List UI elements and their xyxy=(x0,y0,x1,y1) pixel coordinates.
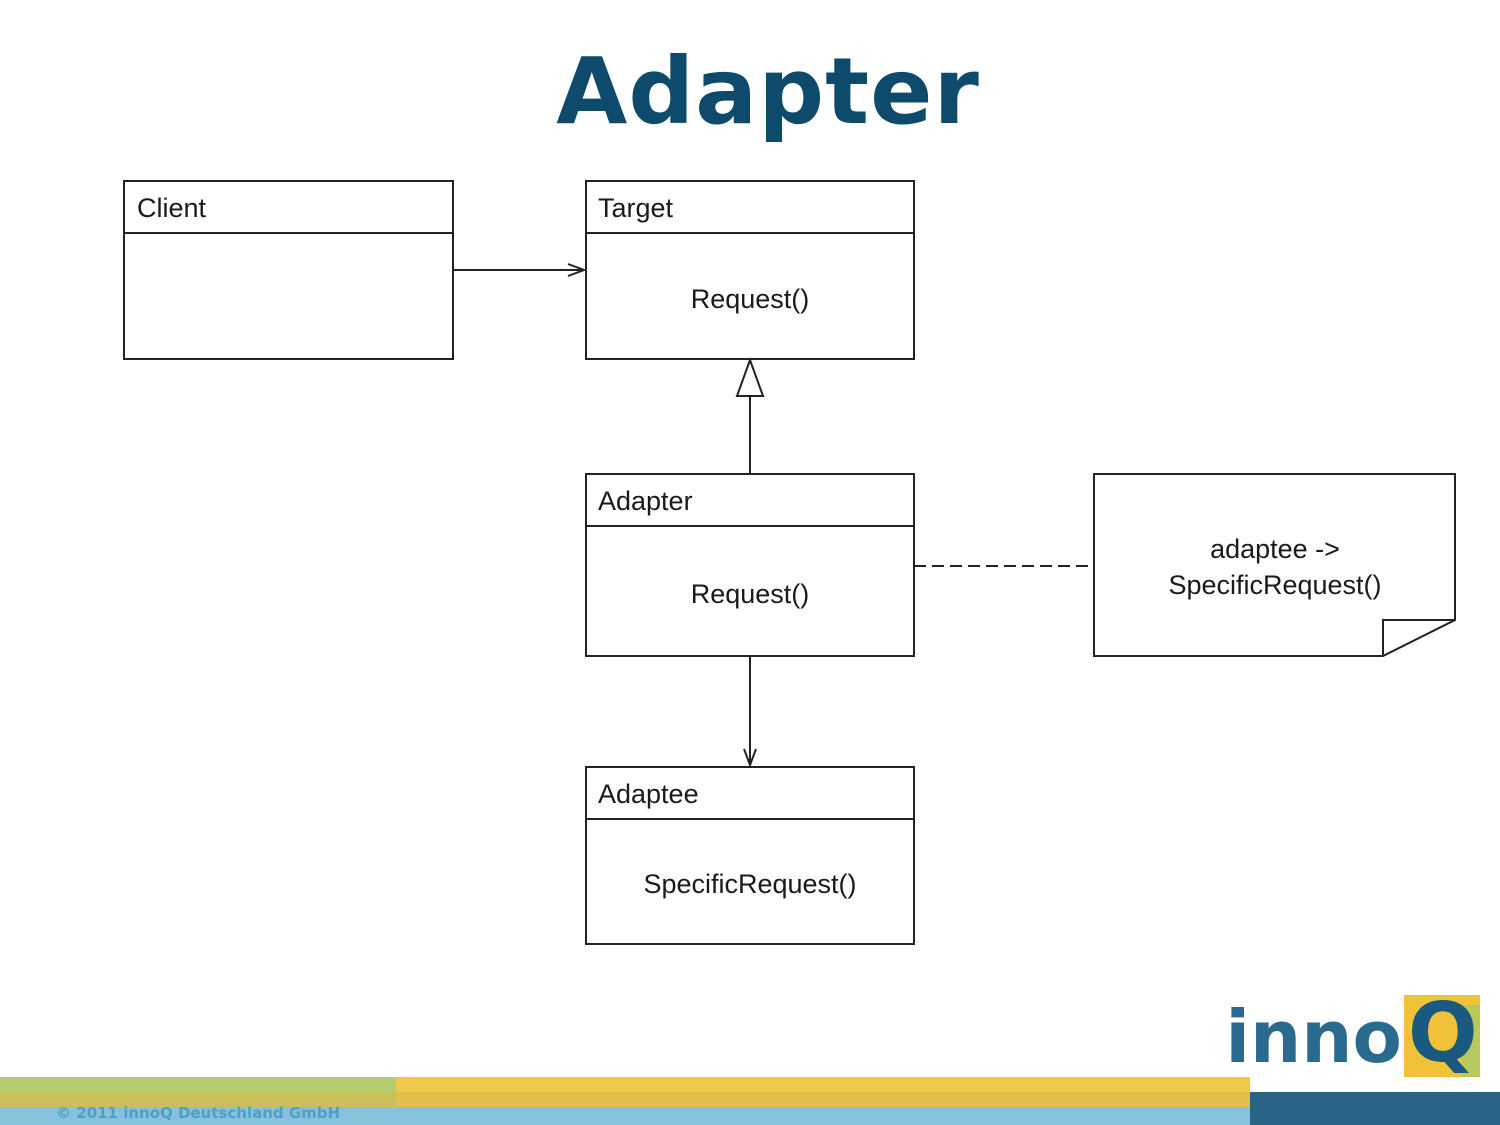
slide-title: Adapter xyxy=(556,38,980,145)
class-target-name: Target xyxy=(598,193,674,223)
logo-q-letter: Q xyxy=(1408,986,1478,1081)
class-adaptee: Adaptee SpecificRequest() xyxy=(585,766,915,945)
logo-text: inno xyxy=(1225,995,1402,1079)
footer-blue-bar xyxy=(0,1107,1250,1125)
note-box: adaptee -> SpecificRequest() xyxy=(1093,473,1456,657)
class-adaptee-operation: SpecificRequest() xyxy=(643,869,856,899)
logo-q-badge: Q xyxy=(1404,986,1480,1081)
class-client-name: Client xyxy=(137,193,207,223)
class-adapter-name: Adapter xyxy=(598,486,693,516)
class-adaptee-name: Adaptee xyxy=(598,779,699,809)
footer-dark-blue-bar xyxy=(1250,1092,1500,1125)
class-target-operation: Request() xyxy=(691,284,810,314)
note-line-1: adaptee -> xyxy=(1210,534,1340,564)
footer-yellow-stripe xyxy=(0,1092,1250,1107)
uml-class-diagram: Client Target Request() Adapter Request(… xyxy=(123,180,1456,945)
class-client: Client xyxy=(123,180,454,360)
class-adapter: Adapter Request() xyxy=(585,473,915,657)
copyright-text: © 2011 innoQ Deutschland GmbH xyxy=(56,1104,341,1122)
class-target: Target Request() xyxy=(585,180,915,360)
generalization-adapter-target xyxy=(735,357,765,474)
innoq-logo: inno Q xyxy=(1225,986,1480,1081)
note-line-2: SpecificRequest() xyxy=(1168,570,1381,600)
class-adapter-operation: Request() xyxy=(691,579,810,609)
